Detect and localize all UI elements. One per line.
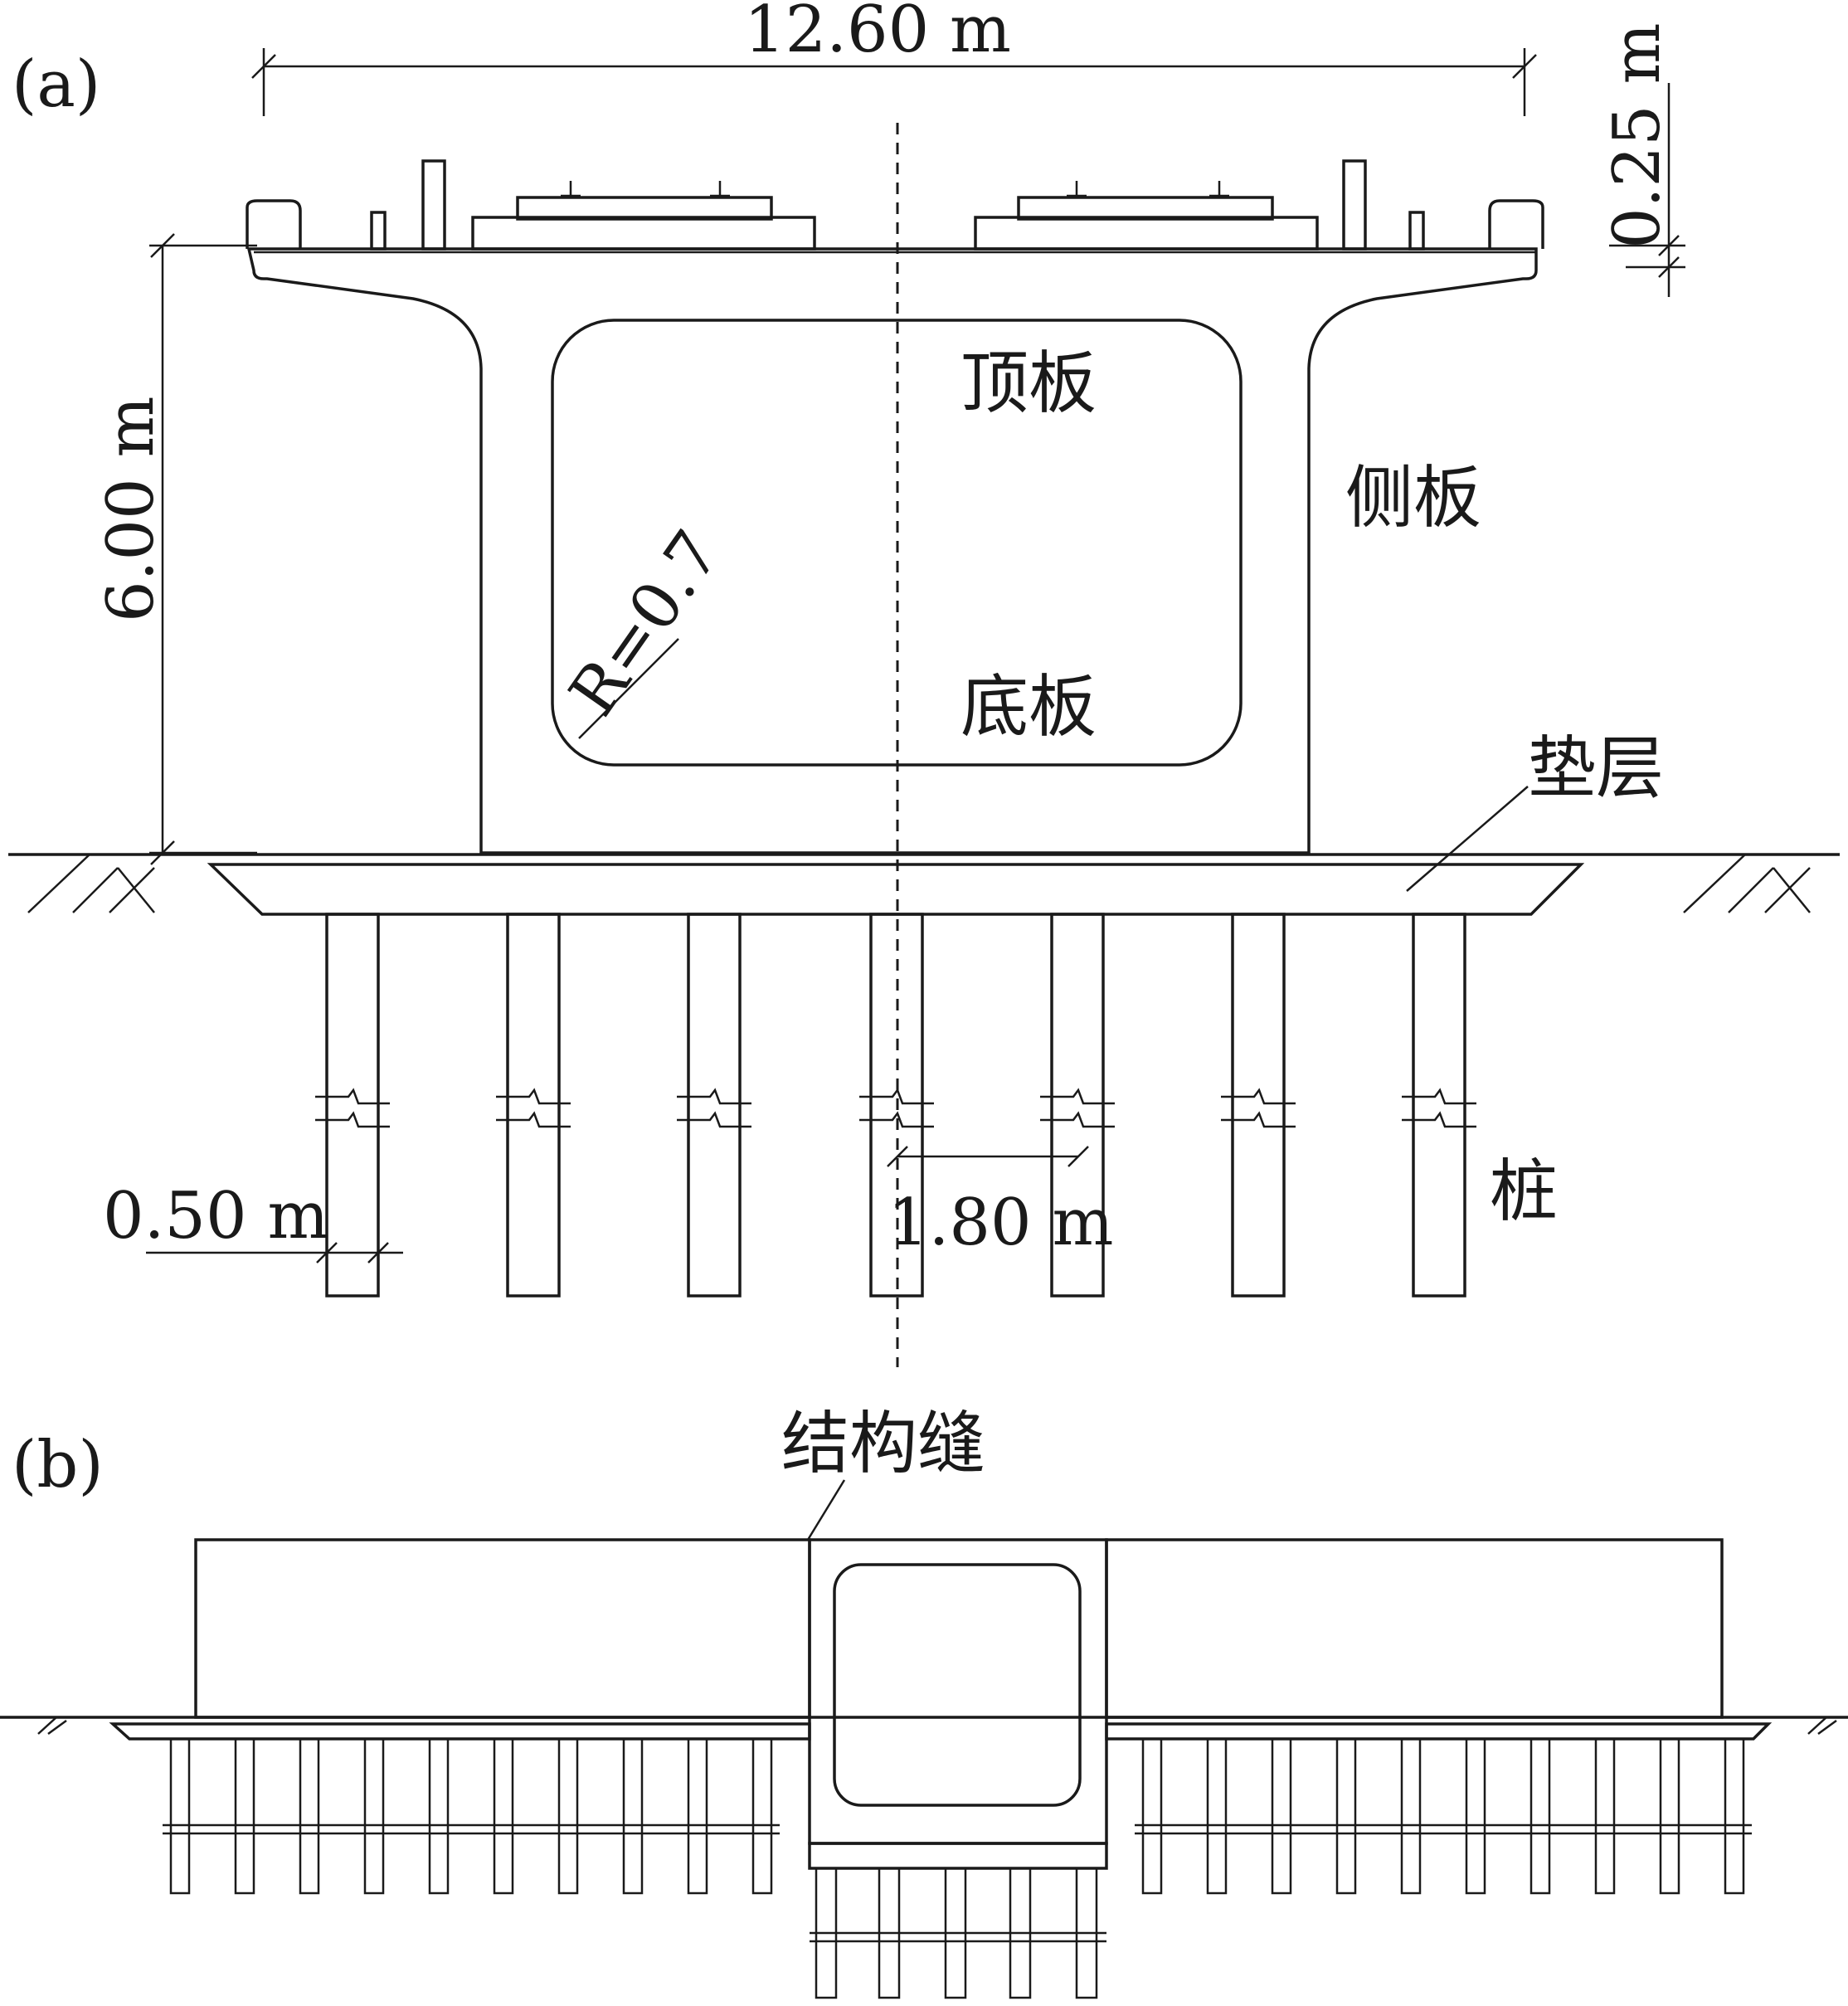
width-dimension: 12.60 m bbox=[251, 0, 1537, 116]
track-left bbox=[471, 181, 816, 251]
pile-label: 桩 bbox=[1490, 1152, 1558, 1231]
radius-label: R=0.7 bbox=[556, 518, 735, 729]
pile-diameter-label: 0.50 m bbox=[103, 1179, 328, 1254]
height-dimension: 6.00 m bbox=[94, 233, 257, 865]
pile bbox=[315, 913, 390, 1298]
pile-diameter-dimension: 0.50 m bbox=[103, 1179, 403, 1263]
width-label: 12.60 m bbox=[744, 0, 1011, 67]
box-section bbox=[246, 247, 1538, 854]
ground-line bbox=[8, 853, 1840, 913]
height-label: 6.00 m bbox=[94, 397, 168, 622]
pile bbox=[496, 913, 571, 1298]
culvert-base bbox=[808, 1842, 1108, 1870]
pile-spacing-label: 1.80 m bbox=[888, 1186, 1113, 1260]
cushion-layer: 垫层 bbox=[207, 729, 1664, 916]
pile bbox=[1221, 913, 1296, 1298]
track-right bbox=[974, 181, 1319, 251]
culvert-cell bbox=[833, 1563, 1082, 1807]
cushion-right bbox=[1105, 1722, 1773, 1741]
top-slab-label: 顶板 bbox=[960, 344, 1097, 423]
joint-label: 结构缝 bbox=[781, 1405, 985, 1483]
pile bbox=[677, 913, 751, 1298]
piles-b-right bbox=[1135, 1737, 1752, 1895]
pile-spacing-dimension: 1.80 m bbox=[887, 1146, 1113, 1260]
panel-b-label: (b) bbox=[12, 1428, 104, 1502]
parapet-dimension: 0.25 m bbox=[1600, 23, 1685, 297]
panel-a-label: (a) bbox=[12, 47, 100, 122]
piles-a bbox=[315, 913, 1476, 1298]
pile bbox=[1402, 913, 1476, 1298]
radius-annotation: R=0.7 bbox=[556, 518, 735, 739]
embankment-right bbox=[1105, 1538, 1724, 1719]
piles-b-left bbox=[163, 1737, 780, 1895]
bottom-slab-label: 底板 bbox=[960, 668, 1097, 747]
parapet-label: 0.25 m bbox=[1600, 23, 1675, 249]
side-wall-label: 侧板 bbox=[1345, 459, 1481, 538]
piles-b-culvert bbox=[810, 1867, 1106, 1999]
parapets bbox=[246, 159, 1544, 251]
embankment-left bbox=[194, 1538, 811, 1719]
cushion-left bbox=[109, 1722, 811, 1741]
joint-leader bbox=[806, 1479, 846, 1541]
panel-b: (b) 结构缝 bbox=[0, 1405, 1848, 1999]
pile bbox=[1040, 913, 1115, 1298]
culvert-box bbox=[808, 1538, 1108, 1845]
pile bbox=[859, 913, 934, 1298]
cushion-label: 垫层 bbox=[1528, 729, 1664, 808]
panel-a: (a) 12.60 m 0.25 m 6.00 m bbox=[8, 0, 1840, 1367]
